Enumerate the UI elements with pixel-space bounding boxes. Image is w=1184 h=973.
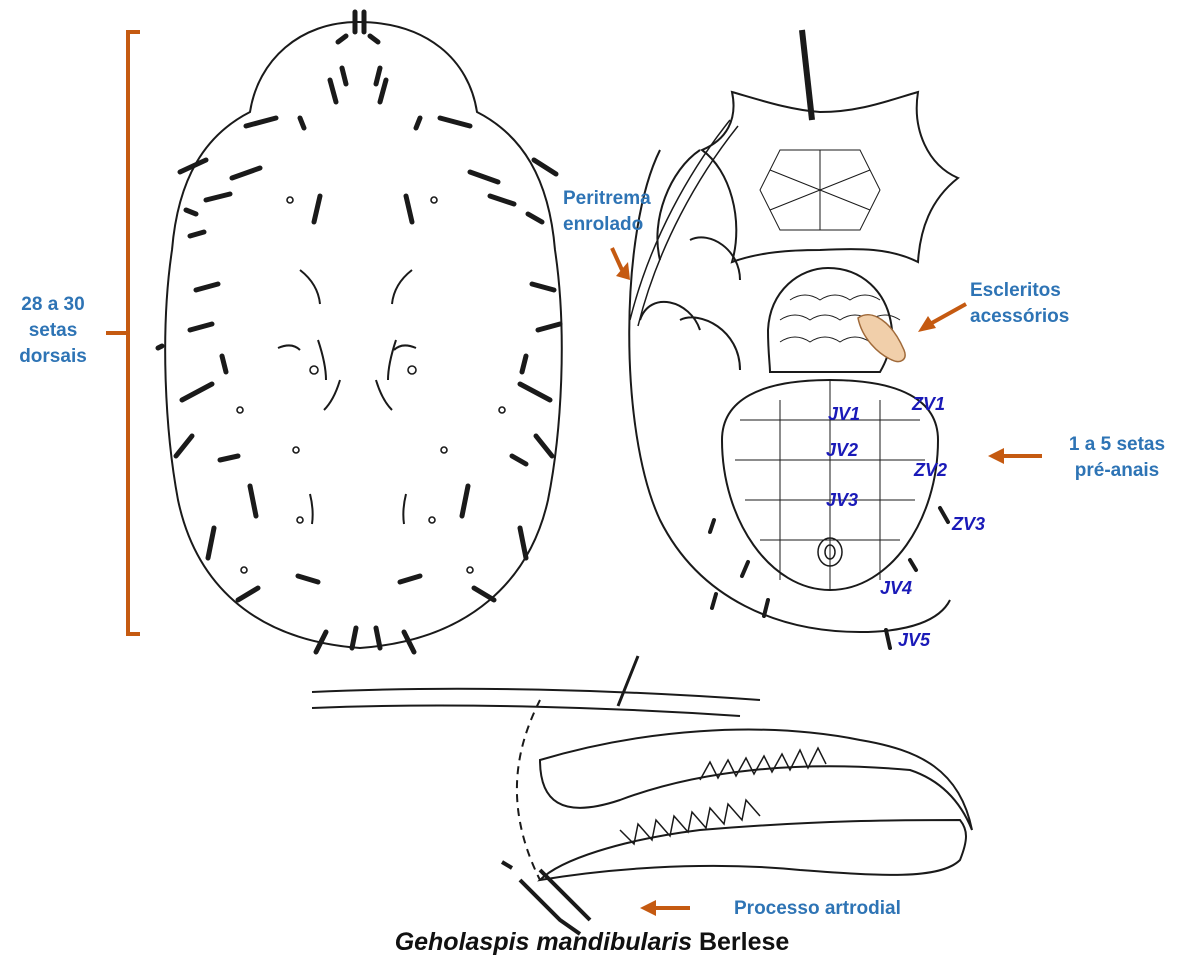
label-dorsal-setae-line2: setas xyxy=(0,318,106,344)
movable-digit-teeth xyxy=(620,800,760,844)
arrow-peritreme xyxy=(612,248,630,280)
label-dorsal-setae-line1: 28 a 30 xyxy=(0,292,106,318)
dorsal-setae xyxy=(158,12,560,652)
chelicera-shaft xyxy=(312,689,760,716)
code-jv3: JV3 xyxy=(826,490,858,511)
fixed-digit xyxy=(540,730,972,830)
caption-species: Geholaspis mandibularis xyxy=(395,928,692,956)
accessory-sclerite xyxy=(858,315,905,362)
dorsal-view-drawing xyxy=(158,12,562,652)
fixed-digit-teeth xyxy=(700,748,826,780)
code-zv2: ZV2 xyxy=(914,460,947,481)
code-jv5: JV5 xyxy=(898,630,930,651)
chelicera-seta xyxy=(618,656,638,706)
dorsal-shield-outline xyxy=(165,22,562,648)
label-preanal-setae-line1: 1 a 5 setas xyxy=(1050,432,1184,458)
sternal-shield xyxy=(702,92,958,262)
label-sclerites-line1: Escleritos xyxy=(970,278,1100,304)
label-preanal-setae: 1 a 5 setas pré-anais xyxy=(1050,432,1184,484)
dorsal-pores xyxy=(237,197,505,573)
arrow-preanal xyxy=(988,448,1042,464)
annotation-arrows xyxy=(106,32,1042,916)
gnathosoma-seta xyxy=(802,30,812,120)
movable-digit-base xyxy=(517,700,540,880)
code-jv1: JV1 xyxy=(828,404,860,425)
label-arthrodial: Processo artrodial xyxy=(734,896,954,922)
ventral-view-drawing xyxy=(629,30,958,648)
sternal-reticulation xyxy=(760,150,880,230)
movable-digit xyxy=(540,820,966,880)
arthrodial-brush xyxy=(502,862,590,934)
figure-caption: Geholaspis mandibularis Berlese xyxy=(0,928,1184,957)
label-peritreme-line2: enrolado xyxy=(563,212,673,238)
label-dorsal-setae: 28 a 30 setas dorsais xyxy=(0,292,106,370)
caption-author: Berlese xyxy=(699,928,789,956)
code-zv1: ZV1 xyxy=(912,394,945,415)
dorsal-curved-setae xyxy=(278,270,416,524)
label-sclerites: Escleritos acessórios xyxy=(970,278,1100,330)
arrow-sclerites xyxy=(918,304,966,332)
dorsal-setae-bracket xyxy=(106,32,140,634)
label-dorsal-setae-line3: dorsais xyxy=(0,344,106,370)
label-sclerites-line2: acessórios xyxy=(970,304,1100,330)
arrow-arthrodial xyxy=(640,900,690,916)
chelicera-drawing xyxy=(312,656,972,934)
code-jv2: JV2 xyxy=(826,440,858,461)
leg-coxae xyxy=(640,150,740,370)
label-preanal-setae-line2: pré-anais xyxy=(1050,458,1184,484)
label-peritreme: Peritrema enrolado xyxy=(563,186,673,238)
code-jv4: JV4 xyxy=(880,578,912,599)
code-zv3: ZV3 xyxy=(952,514,985,535)
label-peritreme-line1: Peritrema xyxy=(563,186,673,212)
